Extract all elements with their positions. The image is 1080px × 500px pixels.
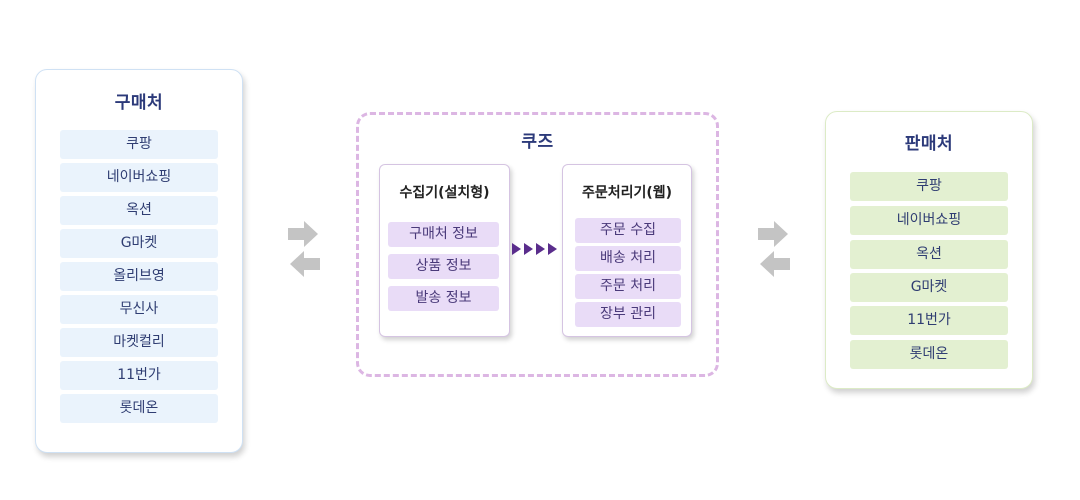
buyer-item-marketkurly: 마켓컬리	[60, 328, 218, 357]
seller-item-auction: 옥션	[850, 240, 1008, 269]
buyer-item-11st: 11번가	[60, 361, 218, 390]
arrow-right-icon	[288, 221, 318, 247]
flow-arrow-icon	[512, 243, 521, 255]
sellers-title: 판매처	[904, 134, 954, 154]
exchange-arrows-left	[288, 221, 320, 277]
buyer-item-auction: 옥션	[60, 196, 218, 225]
processor-item-order-process: 주문 처리	[575, 274, 681, 299]
flow-arrows	[512, 243, 557, 255]
flow-arrow-icon	[548, 243, 557, 255]
processor-item-ledger: 장부 관리	[575, 302, 681, 327]
seller-item-lotteon: 롯데온	[850, 340, 1008, 369]
kuzz-container: 쿠즈 수집기(설치형) 구매처 정보 상품 정보 발송 정보 주문처리기(웹) …	[356, 112, 719, 377]
processor-item-shipping: 배송 처리	[575, 246, 681, 271]
processor-box: 주문처리기(웹) 주문 수집 배송 처리 주문 처리 장부 관리	[562, 164, 692, 337]
buyer-item-naver-shopping: 네이버쇼핑	[60, 163, 218, 192]
arrow-left-icon	[760, 251, 790, 277]
collector-box: 수집기(설치형) 구매처 정보 상품 정보 발송 정보	[379, 164, 510, 337]
arrow-right-icon	[758, 221, 788, 247]
processor-item-order-collect: 주문 수집	[575, 218, 681, 243]
collector-item-product-info: 상품 정보	[388, 254, 499, 279]
collector-item-shipping-info: 발송 정보	[388, 286, 499, 311]
buyer-item-oliveyoung: 올리브영	[60, 262, 218, 291]
seller-item-gmarket: G마켓	[850, 273, 1008, 302]
exchange-arrows-right	[758, 221, 790, 277]
buyers-title: 구매처	[114, 93, 164, 113]
seller-item-11st: 11번가	[850, 306, 1008, 335]
seller-item-naver-shopping: 네이버쇼핑	[850, 206, 1008, 235]
buyer-item-musinsa: 무신사	[60, 295, 218, 324]
sellers-panel: 판매처 쿠팡 네이버쇼핑 옥션 G마켓 11번가 롯데온	[825, 111, 1033, 389]
collector-title: 수집기(설치형)	[399, 185, 490, 201]
arrow-left-icon	[290, 251, 320, 277]
buyers-panel: 구매처 쿠팡 네이버쇼핑 옥션 G마켓 올리브영 무신사 마켓컬리 11번가 롯…	[35, 69, 243, 453]
seller-item-coupang: 쿠팡	[850, 172, 1008, 201]
flow-arrow-icon	[524, 243, 533, 255]
kuzz-title: 쿠즈	[521, 132, 554, 152]
collector-item-buyer-info: 구매처 정보	[388, 222, 499, 247]
processor-title: 주문처리기(웹)	[581, 185, 673, 201]
flow-arrow-icon	[536, 243, 545, 255]
buyer-item-coupang: 쿠팡	[60, 130, 218, 159]
buyer-item-lotteon: 롯데온	[60, 394, 218, 423]
buyer-item-gmarket: G마켓	[60, 229, 218, 258]
